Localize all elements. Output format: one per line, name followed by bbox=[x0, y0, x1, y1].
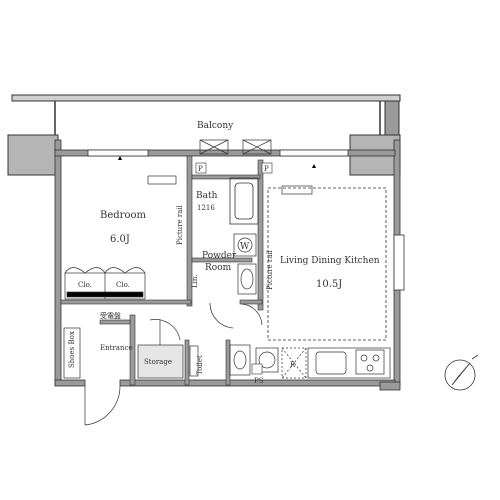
ac-indoor-ldk bbox=[281, 185, 313, 195]
bath-size: 1216 bbox=[197, 204, 215, 212]
bathtub bbox=[229, 177, 259, 225]
refrigerator-label: R bbox=[290, 361, 296, 369]
closet-1-label: Clo. bbox=[78, 281, 92, 289]
meter-box-label: 受電盤 bbox=[100, 311, 121, 320]
bedroom-label: Bedroom bbox=[100, 210, 146, 221]
ac-indoor-bedroom bbox=[147, 175, 177, 185]
ps-boxes bbox=[195, 162, 273, 375]
picture-rail-bedroom: Picture rail bbox=[176, 204, 184, 245]
entrance-label: Entrance bbox=[100, 344, 133, 352]
balcony-label: Balcony bbox=[197, 121, 234, 131]
ps-bottom-label: PS bbox=[254, 377, 264, 385]
closet-2-label: Clo. bbox=[116, 281, 130, 289]
toilet-fixture bbox=[189, 344, 251, 377]
bath-label: Bath bbox=[196, 191, 218, 201]
ldk-size: 10.5J bbox=[316, 279, 342, 290]
linen-label: Lin. bbox=[191, 274, 199, 288]
ldk-label: Living Dining Kitchen bbox=[280, 256, 380, 266]
closets bbox=[64, 267, 146, 300]
sink-icon bbox=[237, 263, 257, 295]
bedroom-size: 6.0J bbox=[110, 234, 130, 245]
windows bbox=[87, 149, 405, 291]
doors bbox=[84, 302, 263, 426]
interior-walls bbox=[60, 155, 264, 386]
powder-room-label-1: Powder bbox=[202, 251, 237, 261]
stove-icon bbox=[355, 349, 385, 375]
kitchen-counter bbox=[255, 347, 391, 379]
wash-label: W bbox=[240, 242, 250, 252]
storage-label: Storage bbox=[144, 358, 172, 366]
ps-2-label: P bbox=[264, 165, 269, 173]
powder-room-label-2: Room bbox=[205, 263, 232, 273]
shoes-box bbox=[63, 327, 81, 379]
ac-unit-icon bbox=[199, 139, 272, 155]
picture-rail-ldk: Picture rail bbox=[266, 249, 274, 290]
toilet-label: Toilet bbox=[196, 355, 204, 375]
shoes-box-label: Shoes Box bbox=[68, 331, 76, 368]
compass-north-icon bbox=[444, 354, 479, 391]
storage bbox=[137, 344, 184, 379]
ps-1-label: P bbox=[198, 165, 203, 173]
washer-icon bbox=[233, 233, 257, 257]
window-markers bbox=[118, 156, 316, 168]
